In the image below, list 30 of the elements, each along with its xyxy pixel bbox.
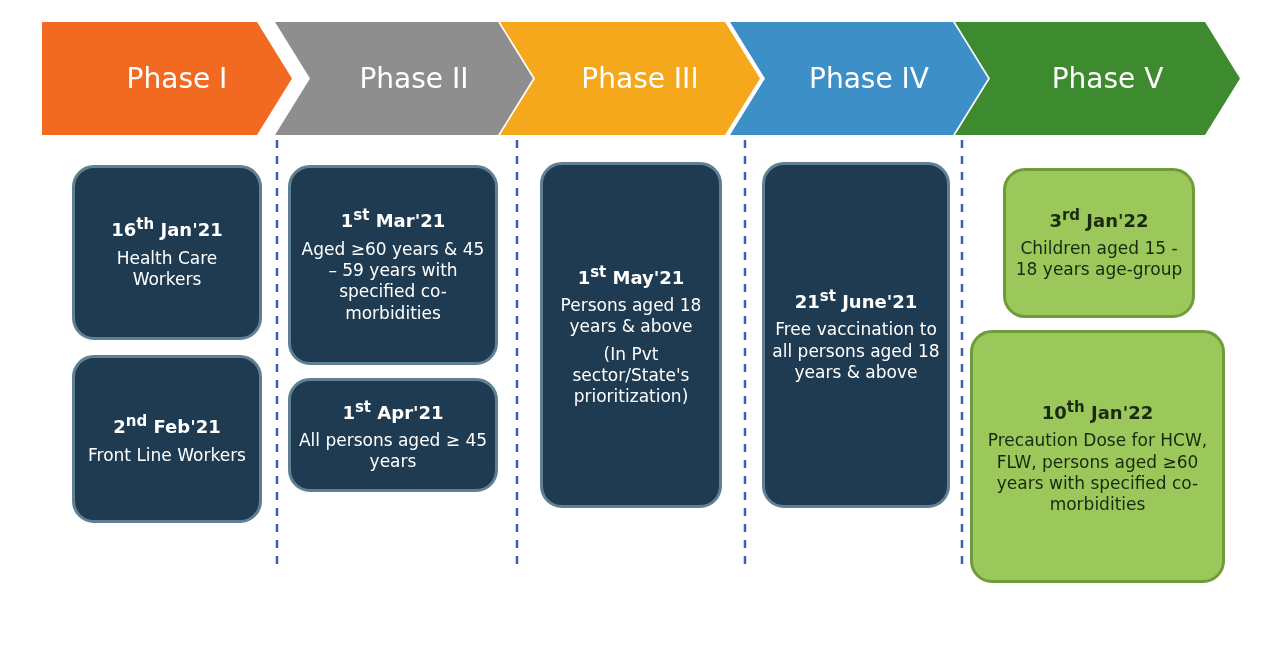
description-text: All persons aged ≥ 45 years [297,430,489,473]
description-text: Aged ≥60 years & 45 – 59 years with specified co-morbidities [300,238,486,324]
milestone-card [288,378,498,492]
milestone-card [762,162,950,508]
description-text: Free vaccination to all persons aged 18 years & above [771,319,941,384]
date-text: 1$^{st}$ Mar'21 [340,206,446,233]
description-text: Persons aged 18 years & above [559,295,703,338]
date-text: 10$^{th}$ Jan'22 [1041,397,1154,425]
date-text: 2$^{nd}$ Feb'21 [113,412,221,439]
phase-label: Phase V [1051,62,1164,95]
phase-label: Phase II [359,62,469,95]
milestone-card [1003,168,1195,318]
date-text: 1$^{st}$ Apr'21 [342,397,444,424]
phase-label: Phase IV [809,62,929,95]
milestone-card [288,165,498,365]
description-text: (In Pvt sector/State's prioritization) [571,343,691,408]
phase-label: Phase I [126,62,228,95]
phase-label: Phase III [581,62,699,95]
milestone-card [540,162,722,508]
description-text: Health Care Workers [115,247,219,290]
milestone-card [72,355,262,523]
milestone-card [72,165,262,340]
date-text: 1$^{st}$ May'21 [577,262,685,290]
description-text: Children aged 15 - 18 years age-group [1014,238,1184,281]
date-text: 21$^{st}$ June'21 [794,286,918,314]
date-text: 3$^{rd}$ Jan'22 [1049,205,1149,232]
milestone-card [970,330,1225,583]
description-text: Precaution Dose for HCW, FLW, persons aged ≥60 years with specified co-morbidities [986,430,1209,516]
description-text: Front Line Workers [88,444,246,466]
date-text: 16$^{th}$ Jan'21 [111,215,223,242]
